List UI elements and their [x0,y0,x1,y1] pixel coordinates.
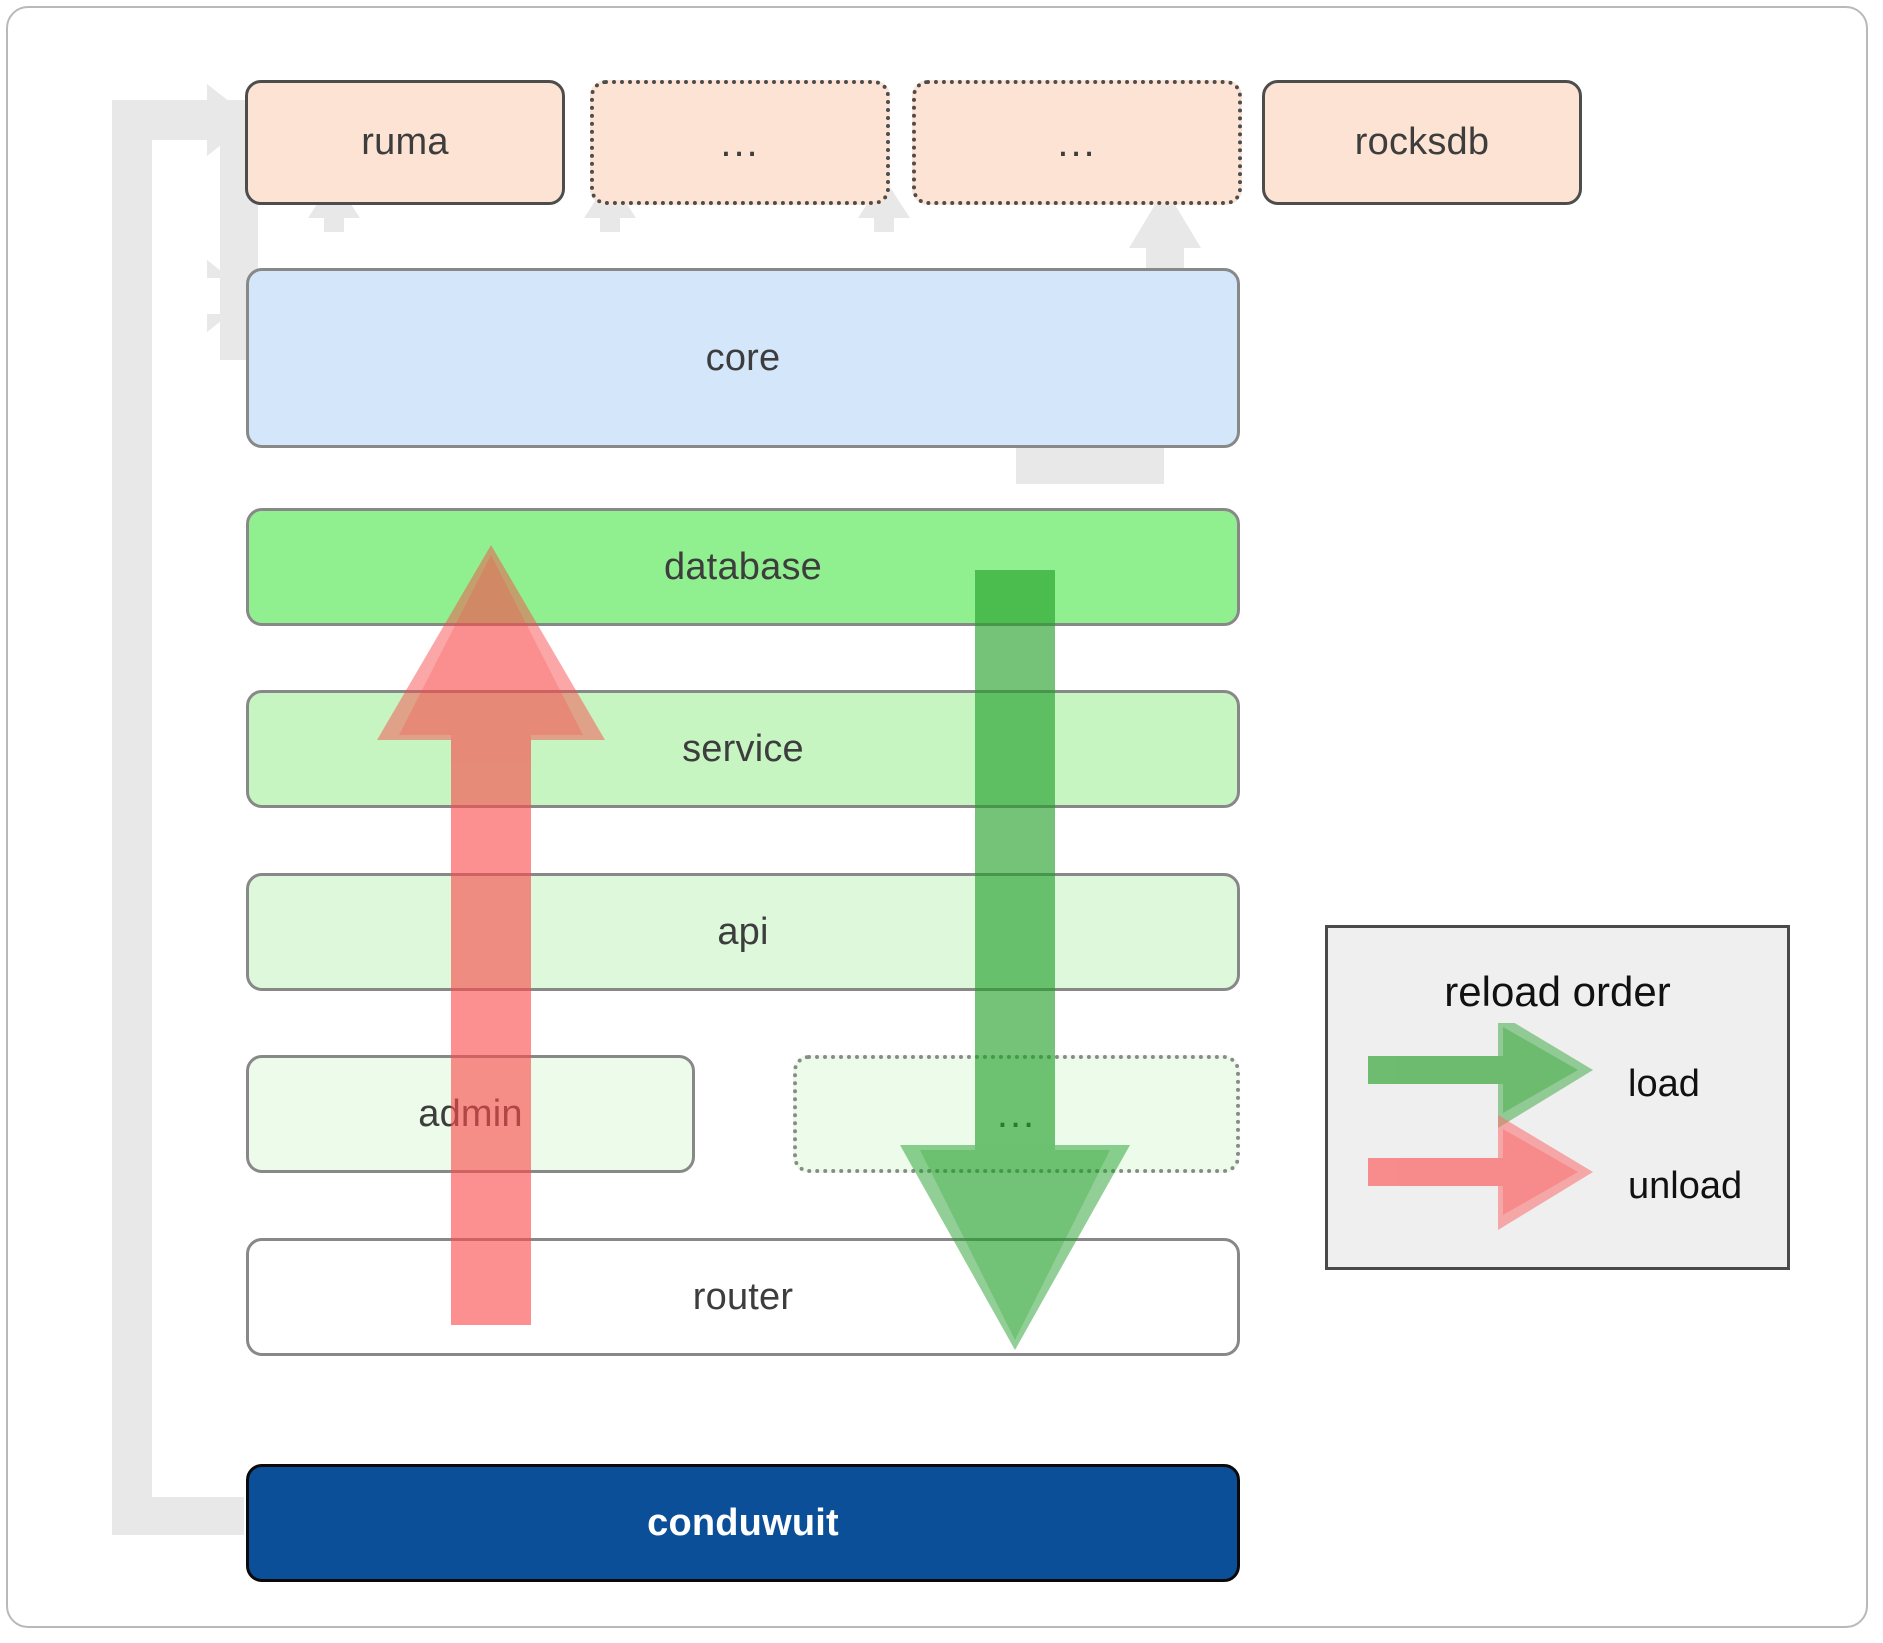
node-admin-ellipsis[interactable]: ... [793,1055,1240,1173]
node-dep-ellipsis-1[interactable]: ... [590,80,890,205]
legend-load-swatch [1368,1023,1593,1128]
node-core-label: core [705,336,781,379]
node-dep-ellipsis-2[interactable]: ... [912,80,1242,205]
legend-title: reload order [1444,968,1671,1015]
legend-arrow-swatches [1368,1023,1593,1230]
node-core[interactable]: core [246,268,1240,448]
node-conduwuit-label: conduwuit [647,1501,839,1544]
node-service[interactable]: service [246,690,1240,808]
node-ruma-label: ruma [361,121,449,163]
node-service-label: service [682,727,804,770]
node-ruma[interactable]: ruma [245,80,565,205]
node-router[interactable]: router [246,1238,1240,1356]
legend-unload-label: unload [1628,1165,1743,1207]
node-database-label: database [664,545,822,588]
node-router-label: router [692,1275,794,1318]
diagram-frame [6,6,1868,1628]
node-conduwuit[interactable]: conduwuit [246,1464,1240,1582]
node-rocksdb[interactable]: rocksdb [1262,80,1582,205]
node-dep-ellipsis-1-label: ... [720,120,760,165]
node-admin-label: admin [418,1092,523,1135]
node-admin-ellipsis-label: ... [996,1092,1037,1136]
node-admin[interactable]: admin [246,1055,695,1173]
node-rocksdb-label: rocksdb [1354,121,1490,163]
node-database[interactable]: database [246,508,1240,626]
legend-reload-order: reload order load unload [1325,925,1790,1270]
node-api-label: api [717,910,769,953]
node-dep-ellipsis-2-label: ... [1057,120,1097,165]
legend-load-label: load [1628,1063,1700,1105]
node-api[interactable]: api [246,873,1240,991]
legend-unload-swatch [1368,1115,1593,1230]
